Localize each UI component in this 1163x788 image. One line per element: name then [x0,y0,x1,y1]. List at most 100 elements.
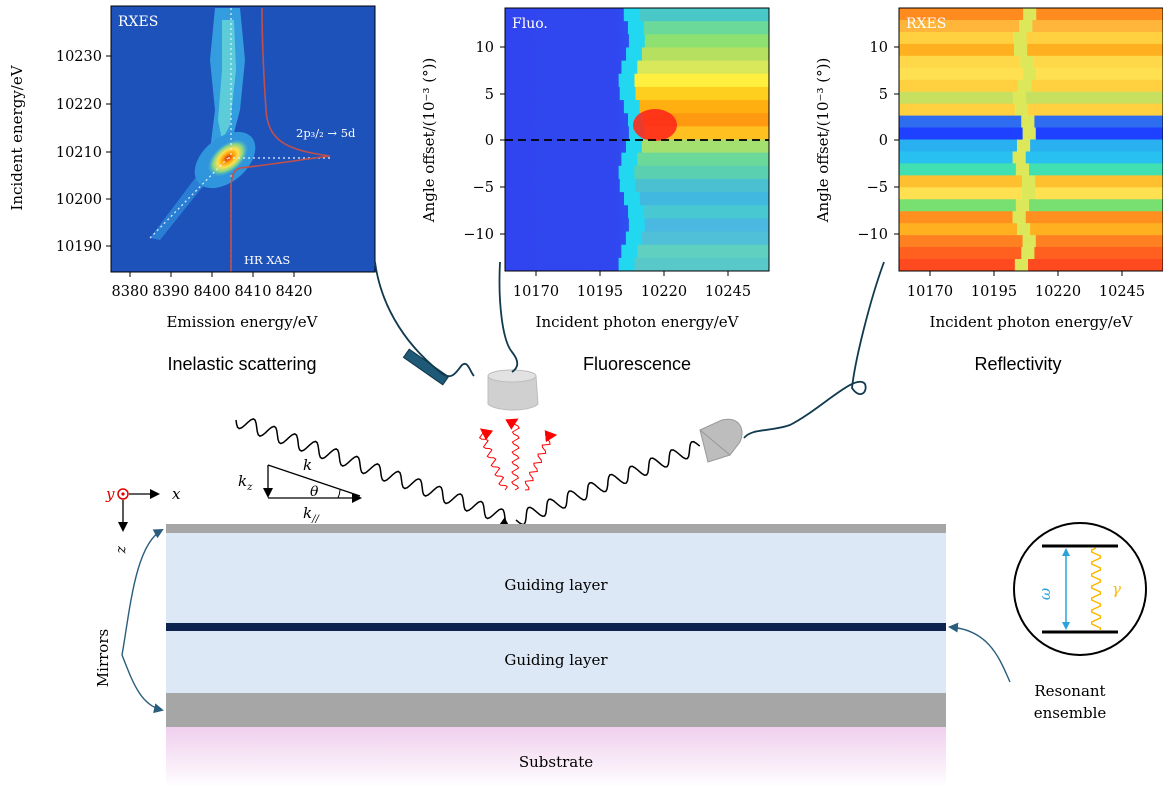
heatmap-cell [899,175,1023,188]
theta-label: θ [310,484,319,500]
heatmap-cell [1028,103,1163,117]
refl-x-tick: 10170 [907,284,953,300]
heatmap-cell [1022,127,1037,140]
y-axis-label: y [105,485,115,503]
rxes-y-tick: 10210 [56,145,102,161]
rxes-y-tick: 10200 [56,192,102,208]
heatmap-cell [637,244,770,259]
heatmap-cell [899,151,1014,164]
heatmap-cell [505,192,625,206]
rxes-x-axis: 8380 8390 8400 8410 8420 Emission energy… [112,272,319,331]
heatmap-cell [1029,163,1163,176]
heatmap-cell [505,205,629,219]
refl-map-tag: RXES [906,16,946,32]
rxes-x-tick: 8410 [235,284,272,300]
heatmap-cell [899,55,1021,69]
coordinate-axes: y x z [105,485,181,554]
heatmap-cell [899,247,1022,260]
heatmap-cell [639,8,770,22]
fluo-y-tick: 0 [485,133,494,149]
heatmap-cell [505,257,620,272]
heatmap-cell [1025,151,1163,164]
heatmap-cell [644,34,770,48]
gamma-decay-wave [1090,547,1102,630]
heatmap-cell [619,178,637,193]
y-axis-out-of-plane-icon [117,488,129,500]
guiding-layer-top [166,533,946,623]
heatmap-cell [899,211,1014,224]
heatmap-cell [634,165,770,180]
rxes-x-tick: 8400 [194,284,231,300]
fluorescence-detector [487,375,539,411]
heatmap-cell [1035,127,1163,140]
rxes-y-tick: 10190 [56,239,102,255]
heatmap-cell [1030,223,1163,236]
heatmap-cell [628,205,645,219]
heatmap-cell [505,126,630,140]
fluo-x-tick: 10170 [513,284,559,300]
heatmap-cell [1022,175,1036,188]
kz-label: kz [238,472,253,493]
heatmap-cell [899,19,1020,33]
rxes-hrxas-label: HR XAS [244,253,290,267]
heatmap-cell [1026,31,1163,45]
heatmap-cell [1014,259,1029,272]
fluo-y-tick: −10 [463,227,494,243]
heatmap-cell [628,218,646,233]
heatmap-cell [643,205,770,219]
heatmap-cell [1022,235,1037,248]
heatmap-cell [1036,8,1163,21]
heatmap-cell [635,86,770,101]
heatmap-cell [635,178,770,193]
heatmap-cell [637,152,770,167]
refl-y-tick: −5 [867,180,888,196]
resonant-label-line1: Resonant [1034,682,1105,700]
heatmap-cell [621,60,638,75]
heatmap-cell [623,8,641,22]
heatmap-cell [1012,211,1027,224]
fluo-x-tick: 10220 [641,284,687,300]
fluo-x-tick: 10245 [705,284,751,300]
caption-fluorescence: Fluorescence [583,354,691,374]
refl-x-label: Incident photon energy/eV [930,313,1134,331]
heatmap-cell [1015,199,1030,212]
heatmap-cell [899,259,1016,272]
heatmap-cell [1021,115,1035,129]
fluo-map-bands [505,8,770,272]
heatmap-cell [505,86,621,101]
heatmap-cell [899,187,1023,200]
substrate-layer [166,727,946,788]
refl-y-tick: 5 [879,87,888,103]
heatmap-cell [1028,259,1163,272]
heatmap-cell [505,218,630,233]
heatmap-cell [626,47,643,62]
refl-map-bands [899,8,1163,272]
heatmap-cell [1013,31,1027,45]
fluorescence-detector-top [487,369,537,383]
heatmap-cell [899,103,1016,117]
heatmap-cell [643,21,770,35]
heatmap-cell [899,43,1015,57]
heatmap-cell [899,223,1018,236]
mirror-arrow-top [121,529,164,656]
heatmap-cell [1029,199,1163,212]
heatmap-cell [1035,175,1163,188]
heatmap-cell [899,79,1019,93]
two-level-scheme: ω γ [1013,522,1147,656]
rxes-x-tick: 8380 [112,284,149,300]
guiding-layer-top-label: Guiding layer [504,576,608,594]
heatmap-cell [899,8,1024,21]
heatmap-cell [1012,151,1027,164]
heatmap-cell [899,67,1024,81]
heatmap-cell [625,231,643,246]
heatmap-cell [505,231,627,246]
level-scheme-circle [1013,522,1147,656]
heatmap-cell [623,100,641,114]
heatmap-cell [1014,103,1029,117]
heatmap-cell [505,21,629,35]
fluo-y-label: Angle offset/(10⁻³ (°)) [420,58,438,224]
heatmap-cell [618,73,635,88]
refl-y-tick: 0 [879,133,888,149]
fluo-y-axis: 10 5 0 −5 −10 Angle offset/(10⁻³ (°)) [420,40,505,243]
